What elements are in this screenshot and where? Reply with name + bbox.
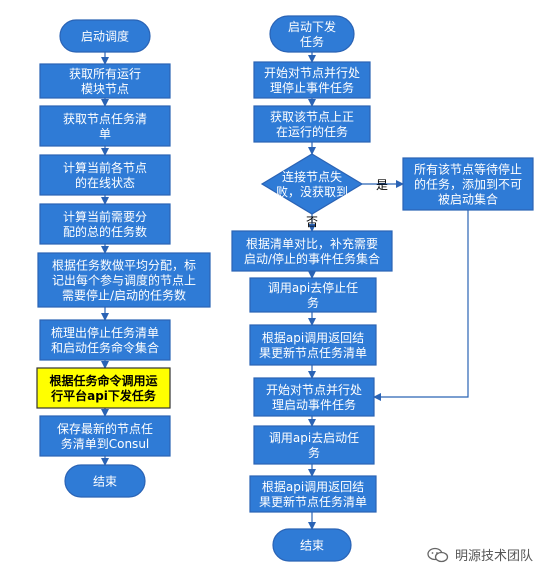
left-step-8-label: 保存最新的节点任务清单到Consul bbox=[57, 421, 153, 451]
left-step-2 bbox=[39, 105, 171, 147]
right-end-terminal bbox=[272, 528, 352, 562]
right-step-6-shape bbox=[253, 377, 375, 417]
right-decision-label: 连接节点失败，没获取到 bbox=[276, 169, 348, 199]
right-step-8 bbox=[249, 475, 377, 513]
right-step-2-label: 获取该节点上正在运行的任务 bbox=[270, 110, 354, 139]
decision-no-label: 否 bbox=[306, 215, 318, 229]
right-step-8-label: 根据api调用返回结果更新节点任务清单 bbox=[259, 480, 367, 509]
left-step-4 bbox=[39, 203, 171, 245]
right-step-5-label: 根据api调用返回结果更新节点任务清单 bbox=[259, 331, 367, 360]
right-decision bbox=[260, 153, 364, 215]
left-step-3-label: 计算当前各节点的在线状态 bbox=[63, 160, 147, 190]
right-step-1-shape bbox=[253, 61, 371, 99]
right-yes-box-label: 所有该节点等待停止的任务，添加到不可被启动集合 bbox=[414, 161, 522, 206]
right-step-4-label: 调用api去停止任务 bbox=[268, 280, 358, 310]
right-step-6 bbox=[253, 377, 375, 417]
left-step-5-shape bbox=[37, 252, 211, 308]
right-start-terminal-label: 启动下发任务 bbox=[288, 19, 336, 49]
left-step-1-label: 获取所有运行模块节点 bbox=[69, 67, 141, 96]
left-end-terminal-shape bbox=[64, 464, 146, 498]
left-step-4-shape bbox=[39, 203, 171, 245]
right-decision-shape bbox=[260, 153, 364, 215]
right-step-1 bbox=[253, 61, 371, 99]
left-end-terminal bbox=[64, 464, 146, 498]
flow-connectors bbox=[101, 52, 469, 530]
left-step-1 bbox=[39, 63, 171, 99]
left-step-3-shape bbox=[39, 154, 171, 196]
right-yes-box-shape bbox=[402, 157, 534, 211]
right-yes-box bbox=[402, 157, 534, 211]
right-step-3 bbox=[231, 230, 393, 272]
right-step-4-shape bbox=[249, 277, 377, 313]
right-step-4 bbox=[249, 277, 377, 313]
right-step-5 bbox=[249, 324, 377, 366]
right-start-terminal bbox=[269, 15, 355, 53]
right-arrow-yes-merge bbox=[373, 210, 469, 401]
right-step-2 bbox=[253, 105, 371, 143]
left-start-terminal-shape bbox=[59, 19, 151, 53]
decision-yes-label: 是 bbox=[376, 178, 388, 192]
left-end-terminal-label: 结束 bbox=[93, 474, 117, 488]
left-step-6-shape bbox=[39, 319, 171, 361]
flow-nodes: 启动调度获取所有运行模块节点获取节点任务清单计算当前各节点的在线状态计算当前需要… bbox=[36, 15, 534, 562]
right-step-5-shape bbox=[249, 324, 377, 366]
right-step-7 bbox=[253, 425, 375, 465]
left-step-4-label: 计算当前需要分配的总的任务数 bbox=[63, 209, 147, 239]
left-step-6-label: 梳理出停止任务清单和启动任务命令集合 bbox=[51, 325, 159, 355]
watermark-text: 明源技术团队 bbox=[455, 549, 534, 564]
right-step-8-shape bbox=[249, 475, 377, 513]
right-end-terminal-label: 结束 bbox=[300, 538, 324, 552]
flow-labels: 是否 bbox=[306, 178, 388, 229]
left-start-terminal bbox=[59, 19, 151, 53]
left-step-7-shape bbox=[36, 367, 171, 409]
right-step-1-label: 开始对节点并行处理停止事件任务 bbox=[264, 66, 360, 95]
left-step-5-label: 根据任务数做平均分配，标记出每个参与调度的节点上需要停止/启动的任务数 bbox=[52, 257, 196, 302]
left-step-1-shape bbox=[39, 63, 171, 99]
right-start-terminal-shape bbox=[269, 15, 355, 53]
left-step-7-label: 根据任务命令调用运行平台api下发任务 bbox=[49, 373, 157, 403]
left-step-7 bbox=[36, 367, 171, 409]
right-end-terminal-shape bbox=[272, 528, 352, 562]
wechat-icon bbox=[427, 547, 449, 562]
left-step-6 bbox=[39, 319, 171, 361]
right-step-3-label: 根据清单对比，补充需要启动/停止的事件任务集合 bbox=[244, 236, 380, 266]
right-step-3-shape bbox=[231, 230, 393, 272]
right-step-7-label: 调用api去启动任务 bbox=[269, 431, 359, 460]
left-step-2-label: 获取节点任务清单 bbox=[63, 111, 147, 141]
watermark: 明源技术团队 bbox=[427, 545, 533, 564]
left-step-8 bbox=[39, 415, 171, 457]
left-start-terminal-label: 启动调度 bbox=[81, 28, 129, 43]
left-step-3 bbox=[39, 154, 171, 196]
left-step-2-shape bbox=[39, 105, 171, 147]
right-step-6-label: 开始对节点并行处理启动事件任务 bbox=[266, 383, 362, 412]
right-step-2-shape bbox=[253, 105, 371, 143]
left-step-8-shape bbox=[39, 415, 171, 457]
right-step-7-shape bbox=[253, 425, 375, 465]
left-step-5 bbox=[37, 252, 211, 308]
